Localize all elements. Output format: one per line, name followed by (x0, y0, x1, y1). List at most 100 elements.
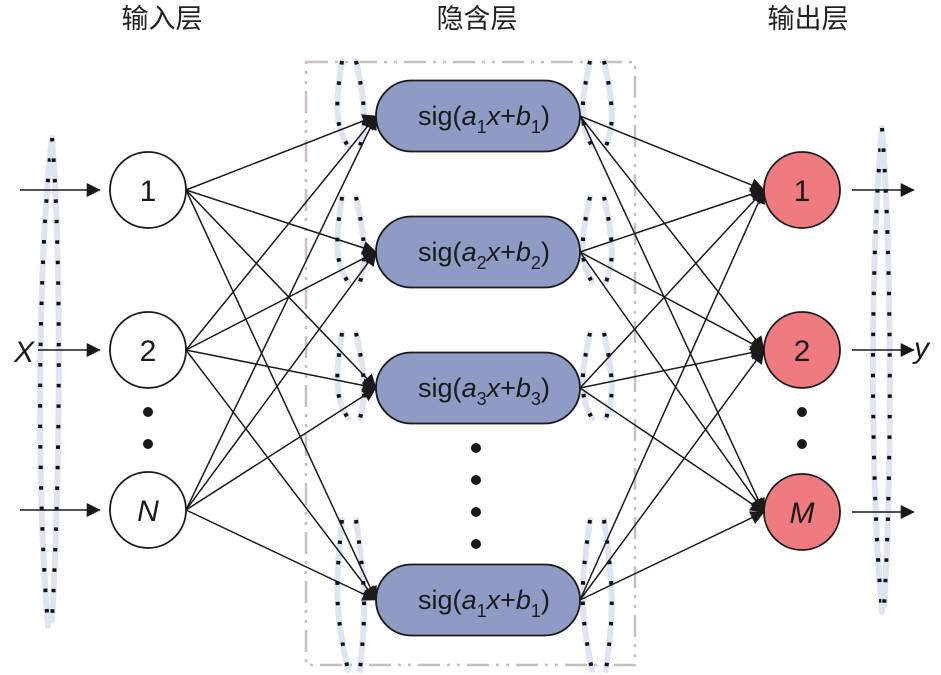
connection-input-hidden (185, 387, 377, 511)
formula-part: ) (541, 237, 550, 267)
formula-part: + (500, 237, 516, 267)
hidden-node-pill (375, 215, 581, 289)
formula-part: ) (541, 585, 550, 615)
hidden-right-dotted-shadow (601, 194, 615, 285)
formula-part: b (516, 585, 531, 615)
formula-part: 1 (531, 117, 541, 137)
output-node: M (763, 473, 841, 551)
hidden-node-formula: sig(a1x+b1) (418, 101, 550, 137)
ellipsis-dot (797, 407, 807, 417)
connection-input-hidden (185, 509, 377, 601)
formula-part: x (485, 373, 502, 403)
connections (185, 114, 765, 601)
output-dotted-strand-left-shadow (870, 125, 885, 615)
connection-hidden-output (579, 387, 765, 513)
connection-input-hidden (185, 115, 377, 511)
formula-part: 1 (477, 117, 487, 137)
connection-input-hidden (185, 189, 377, 601)
formula-part: 1 (477, 601, 487, 621)
hidden-left-dotted-shadow (334, 58, 351, 149)
io-arrows (20, 183, 915, 519)
input-node-circle (109, 471, 187, 549)
hidden-right-dotted-shadow (601, 330, 615, 421)
formula-part: x (485, 585, 502, 615)
formula-part: sig( (418, 101, 462, 131)
formula-part: + (500, 585, 516, 615)
connection-hidden-output (579, 115, 765, 513)
hidden-node: sig(a1x+b1) (375, 563, 581, 637)
formula-part: sig( (418, 585, 462, 615)
hidden-right-dotted-shadow (601, 58, 615, 149)
output-node-label: M (790, 497, 815, 530)
hidden-layer-frame (304, 60, 637, 667)
connection-hidden-output (579, 187, 765, 253)
hidden-node: sig(a3x+b3) (375, 351, 581, 425)
connection-input-hidden (185, 251, 377, 511)
input-node-circle (109, 311, 187, 389)
formula-part: a (462, 237, 477, 267)
formula-part: 3 (477, 389, 487, 409)
hidden-right-dotted (580, 519, 594, 671)
hidden-left-dotted (354, 519, 367, 671)
hidden-layer-title: 隐含层 (437, 4, 518, 35)
formula-part: x (485, 101, 502, 131)
hidden-left-dotted-shadow (353, 58, 368, 149)
input-node-label: 1 (140, 175, 157, 208)
connection-hidden-output (579, 345, 765, 389)
formula-part: 3 (531, 389, 541, 409)
output-node-circle (763, 151, 841, 229)
hidden-right-dotted-shadow (579, 194, 595, 285)
ellipsis-dot (471, 443, 481, 453)
connection-hidden-output (579, 115, 765, 192)
hidden-node-pill (375, 351, 581, 425)
hidden-right-dotted (602, 519, 614, 671)
input-node: 1 (109, 151, 187, 229)
formula-part: 2 (477, 253, 487, 273)
hidden-node: sig(a1x+b1) (375, 79, 581, 153)
formula-part: b (516, 373, 531, 403)
connection-hidden-output (579, 511, 765, 601)
output-dotted-strand-right-shadow (879, 125, 893, 609)
output-y-label: y (912, 332, 931, 365)
hidden-node-formula: sig(a3x+b3) (418, 373, 550, 409)
connection-input-hidden (185, 349, 377, 393)
hidden-right-dotted-shadow (579, 58, 595, 149)
hidden-node-formula: sig(a2x+b2) (418, 237, 550, 273)
formula-part: b (516, 237, 531, 267)
connection-hidden-output (579, 251, 765, 351)
hidden-left-dotted (335, 519, 350, 671)
output-layer-title: 输出层 (768, 4, 849, 35)
ellipsis-dot (471, 507, 481, 517)
formula-part: x (485, 237, 502, 267)
connection-input-hidden (185, 189, 377, 389)
formula-part: sig( (418, 237, 462, 267)
input-dotted-strand-left-shadow (37, 135, 55, 629)
input-node-label: N (137, 495, 159, 528)
ellipsis-dot (471, 475, 481, 485)
output-node-circle (763, 311, 841, 389)
ellipsis-dot (143, 439, 153, 449)
output-node-circle (763, 473, 841, 551)
output-node: 2 (763, 311, 841, 389)
connection-input-hidden (185, 189, 377, 255)
formula-part: + (500, 373, 516, 403)
output-node-label: 1 (794, 175, 811, 208)
input-node-circle (109, 151, 187, 229)
connection-input-hidden (185, 114, 377, 191)
dotted-brackets (37, 58, 893, 673)
hidden-left-dotted-shadow (334, 330, 351, 421)
connection-hidden-output (579, 189, 765, 601)
connection-input-hidden (185, 349, 377, 601)
formula-part: a (462, 373, 477, 403)
hidden-node: sig(a2x+b2) (375, 215, 581, 289)
formula-part: ) (541, 373, 550, 403)
connection-hidden-output (579, 115, 765, 351)
ellipsis-dot (797, 439, 807, 449)
ellipsis-dot (143, 407, 153, 417)
formula-part: a (462, 101, 477, 131)
formula-part: sig( (418, 373, 462, 403)
nodes: 12N12Msig(a1x+b1)sig(a2x+b2)sig(a3x+b3)s… (109, 79, 841, 637)
hidden-node-pill (375, 79, 581, 153)
hidden-node-pill (375, 563, 581, 637)
